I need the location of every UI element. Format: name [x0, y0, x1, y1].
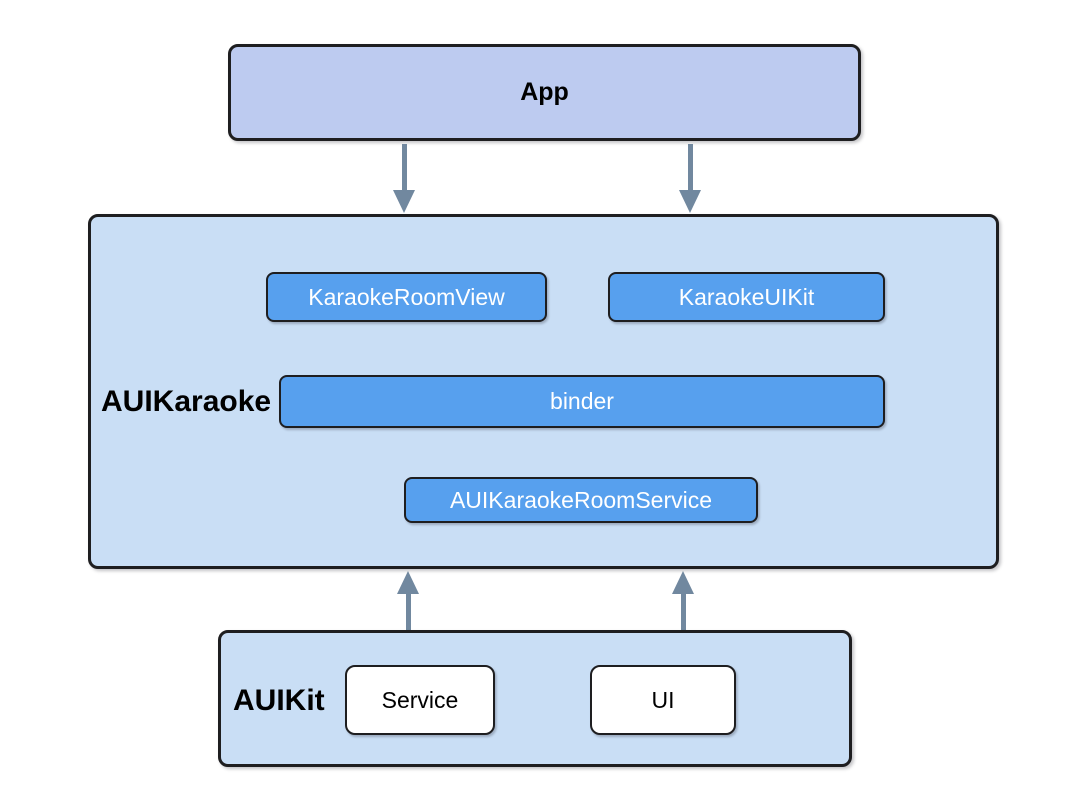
auikit-label: AUIKit — [233, 684, 325, 717]
arrow-shaft — [405, 592, 411, 630]
module-binder: binder — [279, 375, 885, 428]
box-label: UI — [651, 686, 675, 713]
auikaraoke-label: AUIKaraoke — [101, 385, 272, 418]
arrow-head-down-icon — [679, 190, 701, 213]
arrow-shaft — [680, 592, 686, 630]
app-box: App — [228, 44, 861, 141]
module-karaoke-room-view: KaraokeRoomView — [266, 272, 547, 322]
module-karaoke-ui-kit: KaraokeUIKit — [608, 272, 885, 322]
arrow-shaft — [401, 144, 407, 192]
arrow-head-up-icon — [397, 571, 419, 594]
module-label: KaraokeRoomView — [308, 283, 505, 310]
arrow-auikit-to-auikaraoke-left — [397, 571, 419, 630]
module-label: binder — [550, 388, 614, 414]
arrow-head-down-icon — [393, 190, 415, 213]
arrow-auikit-to-auikaraoke-right — [672, 571, 694, 630]
arrow-app-to-auikaraoke-left — [393, 144, 415, 214]
module-aui-karaoke-room-service: AUIKaraokeRoomService — [404, 477, 758, 523]
box-service: Service — [345, 665, 495, 735]
module-label: KaraokeUIKit — [678, 283, 815, 310]
arrow-shaft — [687, 144, 693, 192]
arrow-app-to-auikaraoke-right — [679, 144, 701, 214]
auikit-container — [218, 630, 852, 767]
arrow-head-up-icon — [672, 571, 694, 594]
app-box-label: App — [520, 78, 569, 106]
box-label: Service — [381, 686, 459, 713]
box-ui: UI — [590, 665, 736, 735]
module-label: AUIKaraokeRoomService — [449, 486, 713, 513]
